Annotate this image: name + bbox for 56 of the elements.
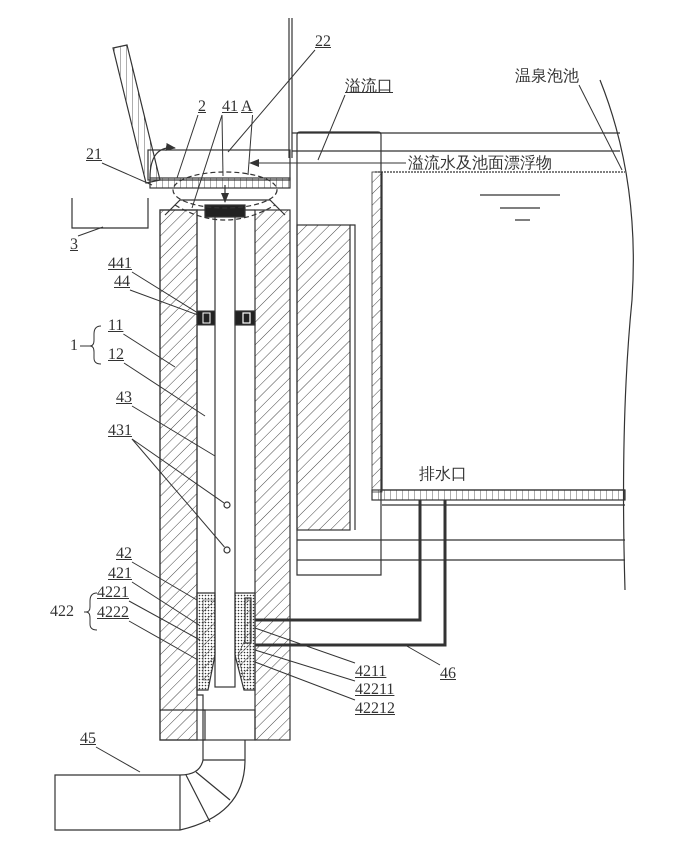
leader-line: [132, 272, 198, 313]
leader-line: [254, 628, 356, 664]
leader-line: [176, 114, 198, 178]
leader-line: [254, 650, 356, 682]
callout-number: A: [241, 98, 253, 115]
callout-label: 溢流水及池面漂浮物: [408, 154, 552, 172]
leader-line: [132, 438, 224, 504]
callout-number: 421: [108, 565, 132, 582]
leader-line: [249, 159, 406, 167]
leader-line: [122, 334, 176, 368]
callout-number: 4222: [97, 604, 129, 621]
callout-number: 441: [108, 255, 132, 272]
callout-number: 4211: [355, 663, 386, 680]
leader-line: [128, 620, 198, 660]
leader-line: [254, 662, 356, 700]
leader-line: [228, 50, 316, 152]
leader-line: [96, 746, 140, 772]
callout-number: 44: [114, 273, 130, 290]
leader-line: [132, 562, 198, 600]
callout-number: 42: [116, 545, 132, 562]
callout-number: 41: [222, 98, 238, 115]
callout-number: 22: [315, 33, 331, 50]
sealing-collar: [196, 310, 216, 326]
leader-line: [222, 114, 224, 176]
callout-number: 1: [70, 337, 78, 354]
callout-number: 45: [80, 730, 96, 747]
callout-number: 422: [50, 603, 74, 620]
callout-number: 12: [108, 346, 124, 363]
leader-line: [318, 94, 346, 160]
leader-line: [132, 438, 225, 548]
callout-number: 4221: [97, 584, 129, 601]
callout-number: 21: [86, 146, 102, 163]
callout-number: 2: [198, 98, 206, 115]
leader-line: [578, 84, 622, 170]
leader-line: [132, 582, 200, 626]
drain-hole: [223, 501, 231, 509]
leader-line: [132, 406, 216, 456]
leader-line: [102, 162, 152, 186]
drain-hole: [223, 546, 231, 554]
callout-number: 3: [70, 236, 78, 253]
leader-line: [128, 600, 200, 640]
leader-line: [404, 644, 440, 666]
callout-number: 431: [108, 422, 132, 439]
callout-label: 温泉泡池: [515, 68, 579, 85]
leader-line: [248, 114, 254, 176]
leader-line: [130, 290, 198, 316]
callout-number: 42211: [355, 681, 394, 698]
callout-label: 排水口: [419, 466, 467, 483]
callout-number: 46: [440, 665, 456, 682]
callout-number: 43: [116, 389, 132, 406]
leader-line: [192, 114, 222, 208]
leader-line: [78, 226, 104, 236]
callout-number: 11: [108, 317, 124, 334]
leader-line: [124, 362, 206, 416]
callout-number: 42212: [355, 700, 395, 717]
callout-label: 溢流口: [345, 78, 393, 95]
